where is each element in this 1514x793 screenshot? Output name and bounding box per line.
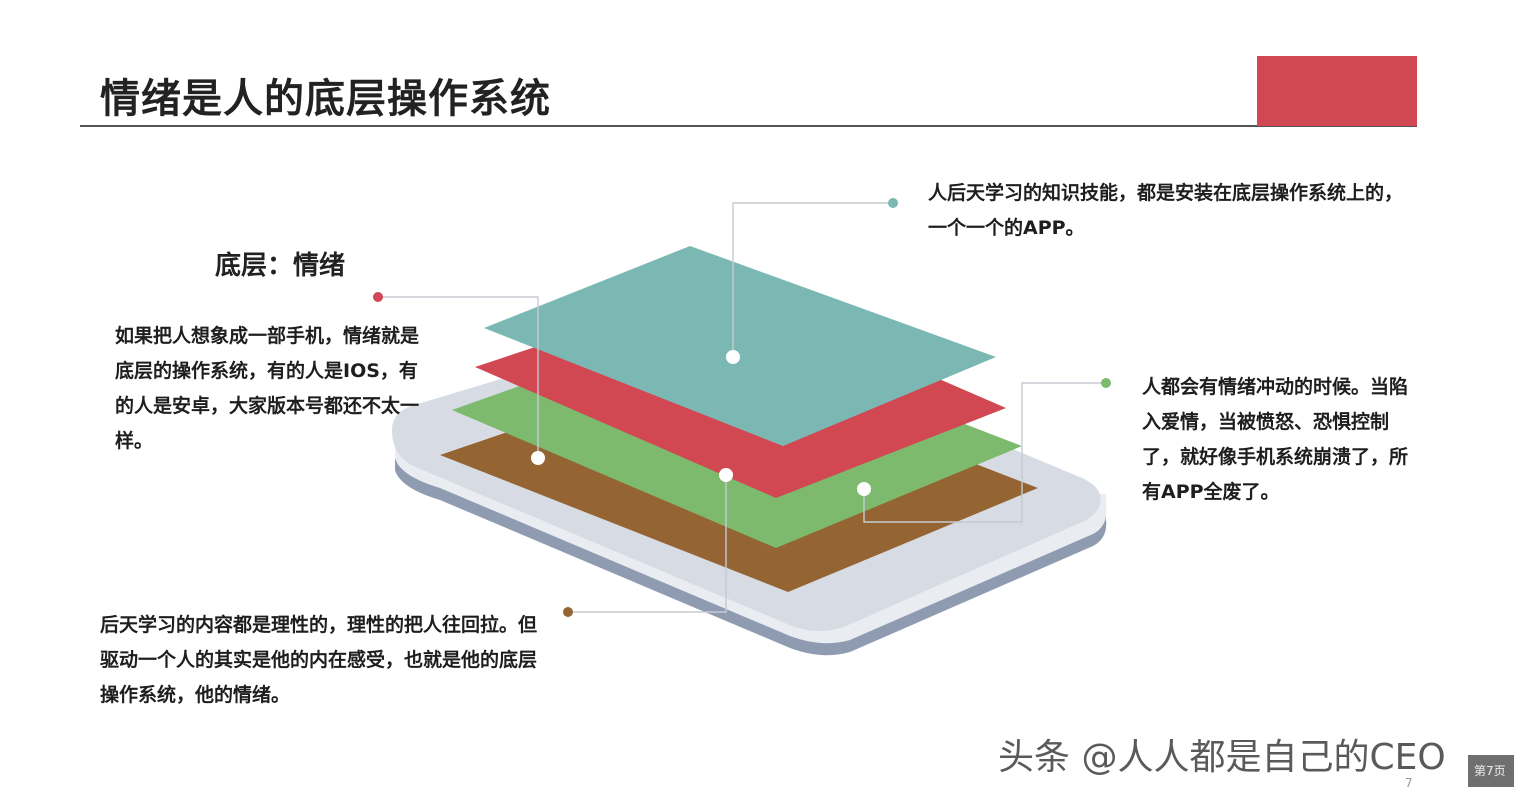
slide-title: 情绪是人的底层操作系统 <box>100 76 551 122</box>
heading-bottom-layer: 底层：情绪 <box>215 251 346 281</box>
marker-dot <box>1101 378 1111 388</box>
anchor-dot <box>719 468 733 482</box>
anchor-dot <box>726 350 740 364</box>
connector-left <box>378 296 539 458</box>
page-number: 7 <box>1405 776 1413 790</box>
layer-teal <box>484 246 996 446</box>
watermark: 头条 @人人都是自己的CEO <box>998 737 1446 778</box>
accent-block <box>1257 56 1417 126</box>
connector-bottom <box>568 475 727 613</box>
text-bottom: 后天学习的内容都是理性的，理性的把人往回拉。但驱动一个人的其实是他的内在感受，也… <box>100 614 538 706</box>
page-tag: 第7页 <box>1468 755 1514 787</box>
anchor-dot <box>857 482 871 496</box>
connector-top <box>732 202 893 357</box>
connector-right <box>863 382 1106 523</box>
title-divider <box>80 125 1417 127</box>
text-right: 人都会有情绪冲动的时候。当陷入爱情，当被愤怒、恐惧控制了，就好像手机系统崩溃了，… <box>1142 376 1409 503</box>
anchor-dot <box>531 451 545 465</box>
marker-dot <box>888 198 898 208</box>
text-top-right: 人后天学习的知识技能，都是安装在底层操作系统上的，一个一个的APP。 <box>928 182 1404 239</box>
marker-dot <box>373 292 383 302</box>
marker-dot <box>563 607 573 617</box>
text-left: 如果把人想象成一部手机，情绪就是底层的操作系统，有的人是IOS，有的人是安卓，大… <box>115 325 420 452</box>
